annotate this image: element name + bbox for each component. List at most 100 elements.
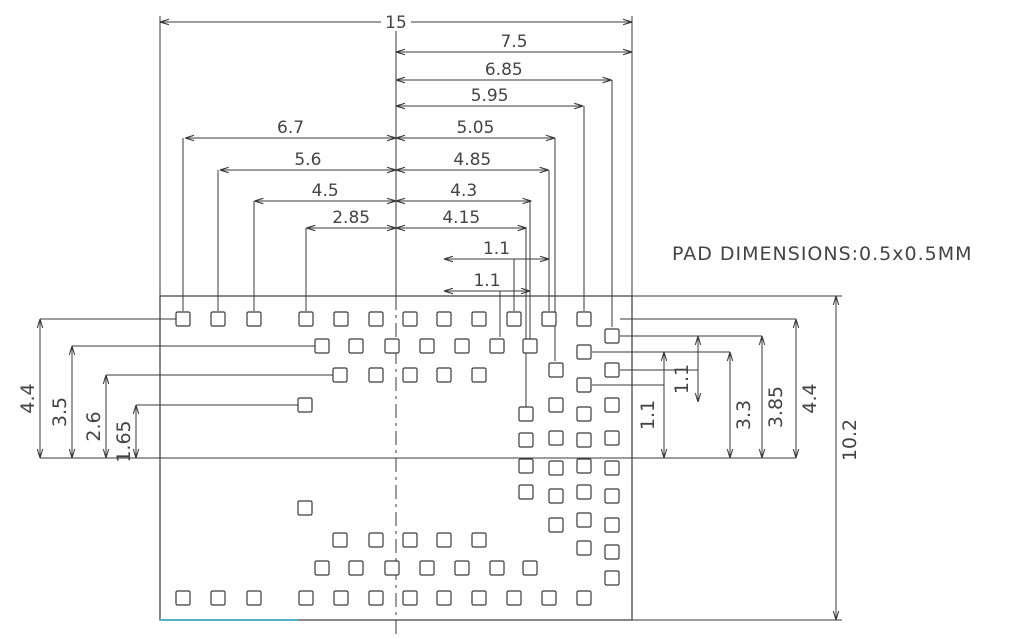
h-dimension-label: 5.05 [457,118,495,138]
pad [437,533,451,547]
h-dimension-label: 4.85 [453,150,491,170]
pad [605,489,619,503]
pad [507,312,521,326]
h-dimension-label: 4.3 [450,181,477,201]
pad [334,312,348,326]
v-dimension-label: 10.2 [839,419,861,461]
v-dimension-label: 4.4 [799,383,821,413]
pad [247,312,261,326]
pad [176,591,190,605]
pad [549,398,563,412]
pad [605,431,619,445]
pad [523,339,537,353]
h-dimension-label: 4.15 [442,208,480,228]
pad [549,518,563,532]
h-dimension-label: 4.5 [312,181,339,201]
pad [519,407,533,421]
pad [605,571,619,585]
pad [298,501,312,515]
pad [472,312,486,326]
pad [549,461,563,475]
pad [333,533,347,547]
pad [577,485,591,499]
h-dimension-label: 15 [385,13,407,33]
h-dimension-label: 2.85 [332,208,370,228]
v-dimension-label: 1.1 [637,400,659,430]
pad [577,591,591,605]
pad [403,368,417,382]
pad [577,433,591,447]
pad [490,561,504,575]
pad [577,378,591,392]
pad [369,368,383,382]
v-dimension-label: 4.4 [17,383,39,413]
pad [385,561,399,575]
pad [176,312,190,326]
pad [403,591,417,605]
pad [605,363,619,377]
h-dimension-label: 6.85 [485,60,523,80]
pad [385,339,399,353]
pad [333,368,347,382]
h-dimension-label: 5.95 [471,86,509,106]
pad [507,591,521,605]
pad [605,398,619,412]
pad [577,541,591,555]
pad [523,561,537,575]
pad [334,591,348,605]
v-dimension-label: 1.1 [671,364,693,394]
pad [542,591,556,605]
pad [542,312,556,326]
pad [437,368,451,382]
pad [519,433,533,447]
pad [369,591,383,605]
pad [403,533,417,547]
pad [577,312,591,326]
v-dimension-label: 3.3 [733,400,755,430]
pad [605,329,619,343]
pad [437,591,451,605]
h-dimension-label: 7.5 [500,32,527,52]
pad [315,339,329,353]
pad [349,561,363,575]
pad [211,591,225,605]
pad [549,489,563,503]
pad [549,431,563,445]
pad [605,461,619,475]
pad [472,533,486,547]
h-dimension-label: 6.7 [277,118,304,138]
pad [298,398,312,412]
pad [455,339,469,353]
pad [315,561,329,575]
pad [369,312,383,326]
h-dimension-label: 1.1 [473,271,500,291]
pad [437,312,451,326]
pad-dimensions-note: PAD DIMENSIONS:0.5x0.5MM [672,243,973,265]
pad [455,561,469,575]
pad [519,485,533,499]
pad [605,518,619,532]
v-dimension-label: 1.65 [113,420,135,462]
pad [211,312,225,326]
pad [349,339,363,353]
v-dimension-label: 3.5 [49,397,71,427]
pad [472,368,486,382]
v-dimension-label: 3.85 [765,386,787,428]
pad [549,363,563,377]
pad [577,407,591,421]
pad [577,345,591,359]
pad [577,513,591,527]
pad [577,459,591,473]
pad [519,459,533,473]
h-dimension-label: 1.1 [483,239,510,259]
pad [299,591,313,605]
pad [420,339,434,353]
pad [472,591,486,605]
h-dimension-label: 5.6 [294,150,321,170]
pad [605,545,619,559]
pad [403,312,417,326]
pad [369,533,383,547]
pad [420,561,434,575]
pad [299,312,313,326]
